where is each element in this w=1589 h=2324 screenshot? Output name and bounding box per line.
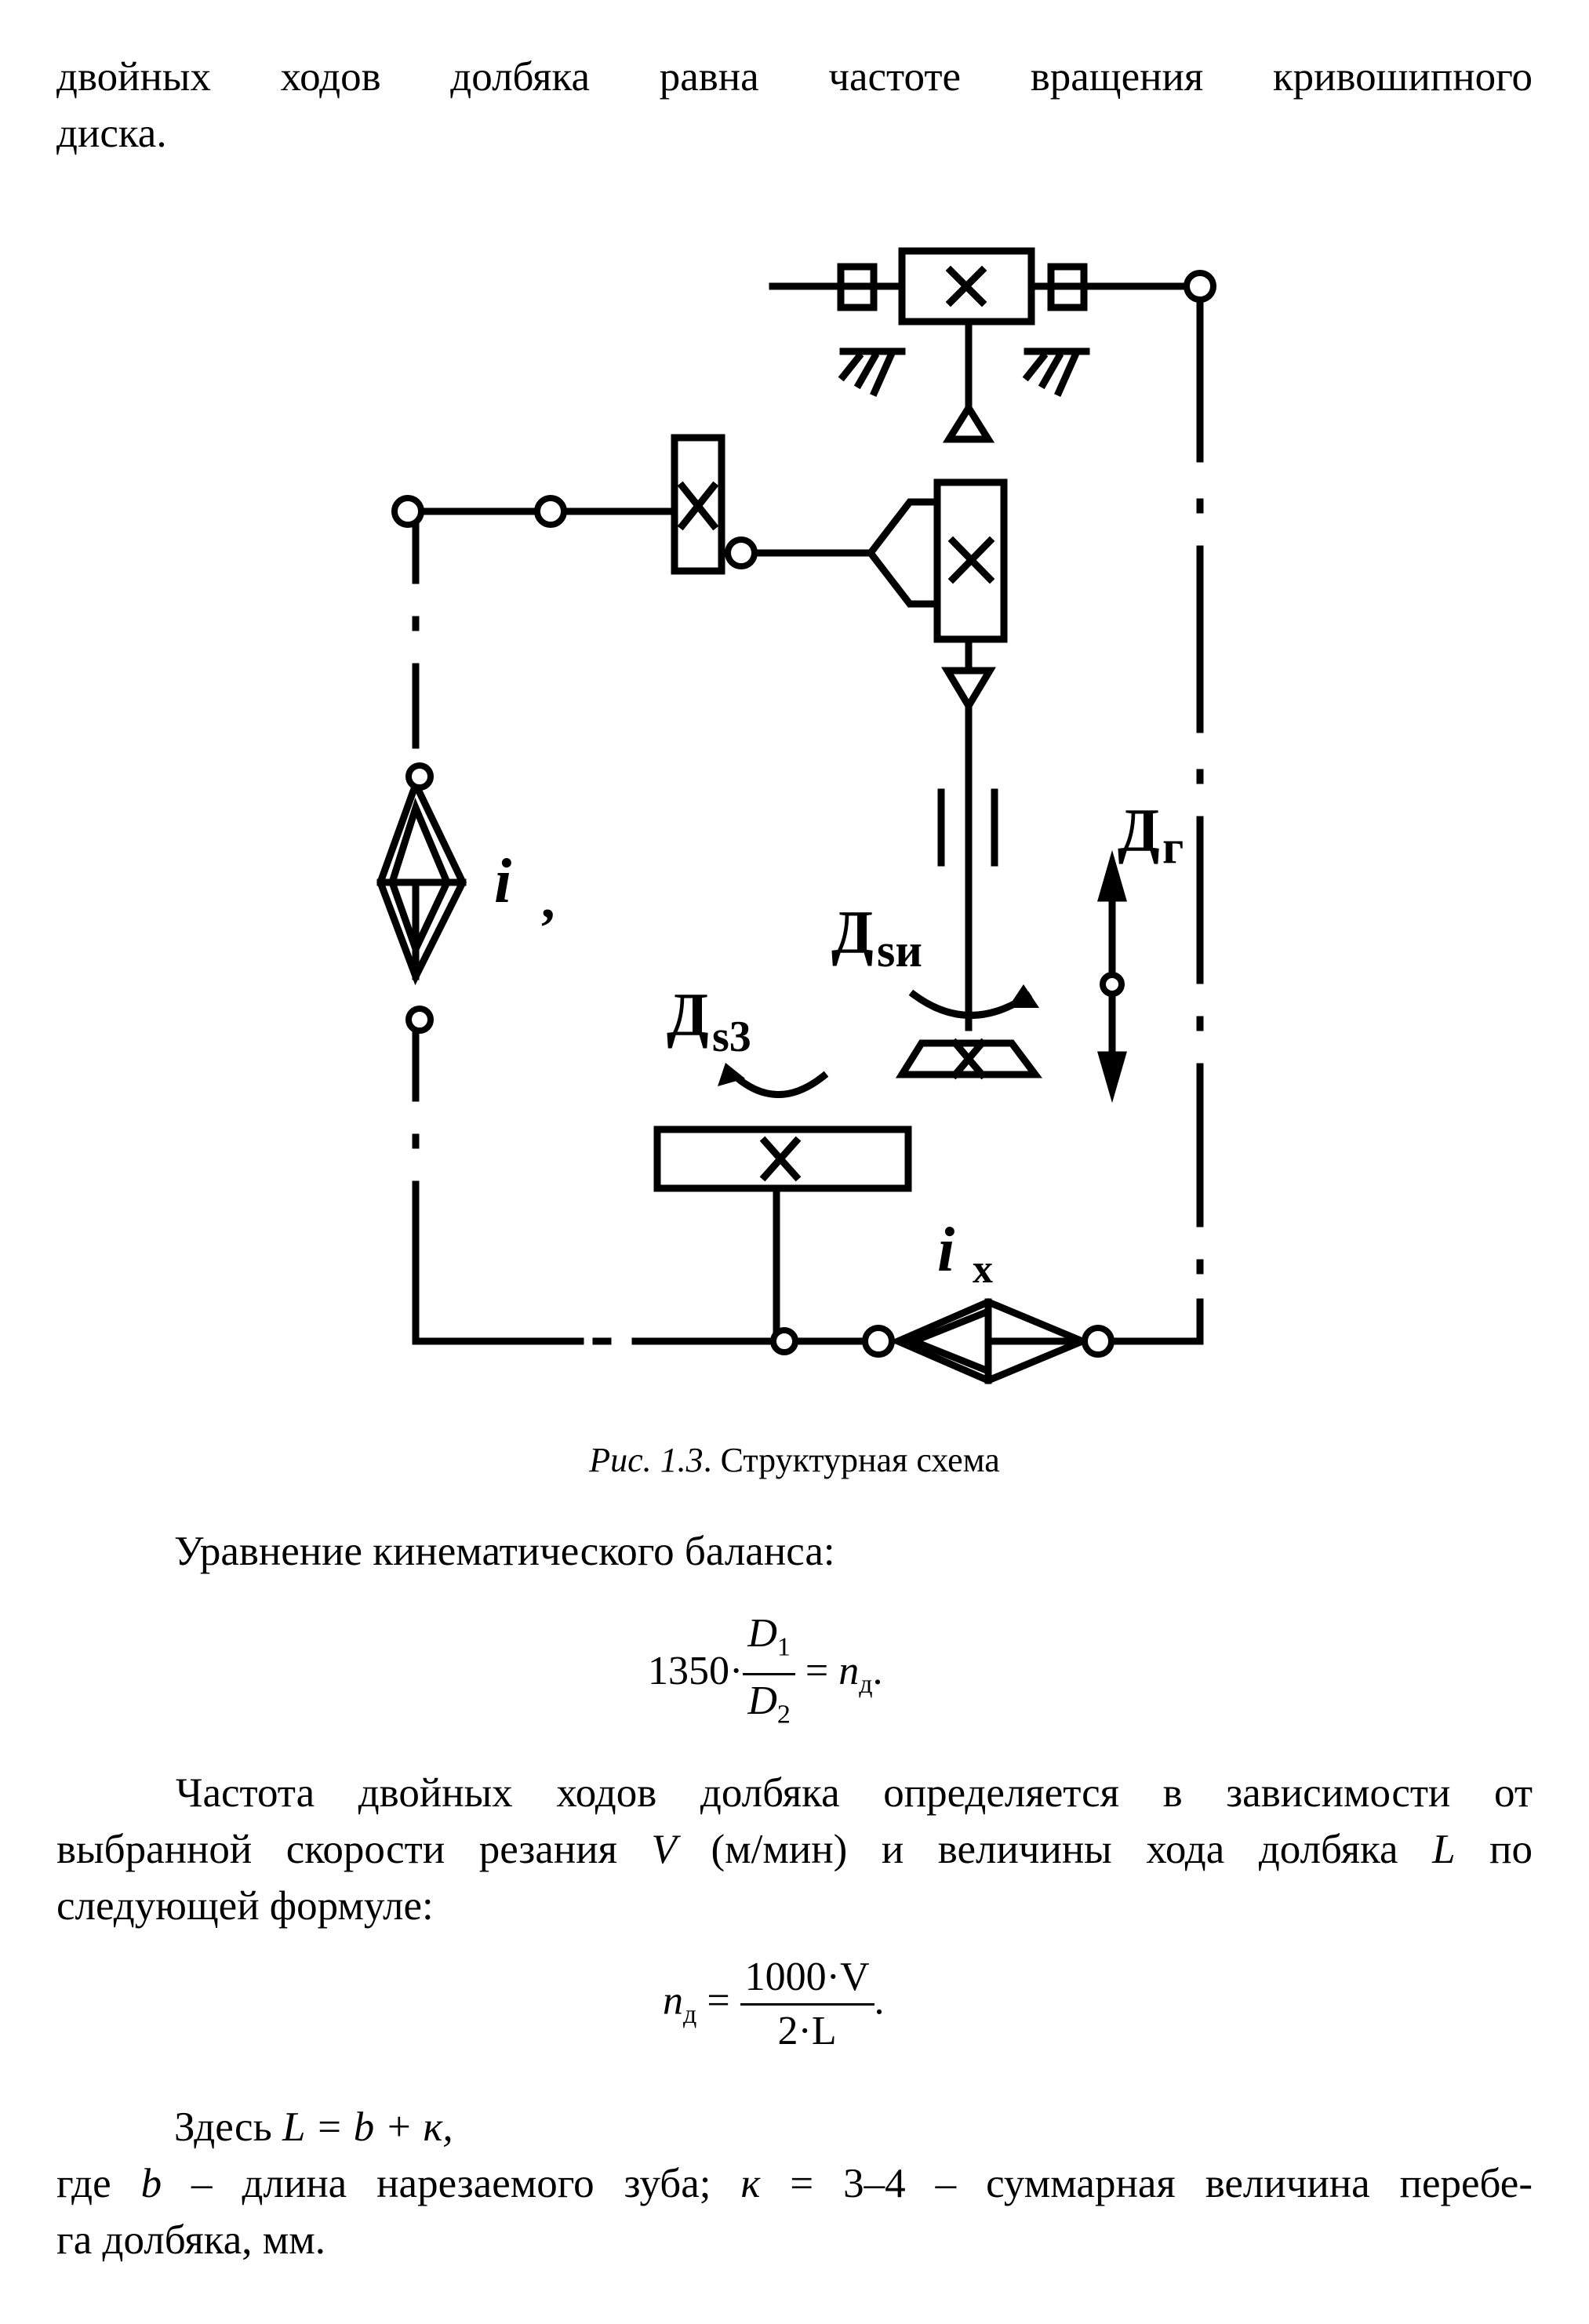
top-text-line-2: диска. [56,111,167,156]
figure-caption-label: Рис. 1.3 [589,1441,704,1479]
label-i-x: i [937,1216,954,1285]
top-text-line-1: двойных ходов долбяка равна частоте вращ… [56,54,1533,100]
label-d-g-sub: г [1162,821,1184,873]
paragraph-frequency-line-3: следующей формуле: [56,1883,434,1929]
figure-caption-text: . Структурная схема [703,1441,1000,1479]
paragraph-here-line-1: Здесь L = b + к, [174,2104,453,2150]
label-i-left-mark: , [541,870,555,930]
paragraph-here-line-2: где b – длина нарезаемого зуба; к = 3–4 … [56,2161,1533,2206]
formula1-coef: 1350 [648,1648,729,1693]
label-d-sz-sub: s3 [712,1013,751,1061]
paragraph-here-line-3: га долбяка, мм. [56,2217,326,2263]
label-d-sz: Д [667,980,709,1049]
label-i-left: i [494,847,511,916]
paragraph-frequency-line-1: Частота двойных ходов долбяка определяет… [176,1770,1533,1816]
label-d-si-sub: sи [877,925,922,977]
paragraph-frequency-line-2: выбранной скорости резания V (м/мин) и в… [56,1827,1533,1872]
label-d-si: Д [831,898,874,966]
structural-scheme-figure: i , i x Д г Д sи Д s3 [376,247,1216,1384]
label-d-g: Д [1118,796,1160,864]
paragraph-balance-intro: Уравнение кинематического баланса: [174,1529,835,1574]
label-i-x-sub: x [973,1247,993,1292]
figure-caption: Рис. 1.3. Структурная схема [0,1437,1589,1484]
